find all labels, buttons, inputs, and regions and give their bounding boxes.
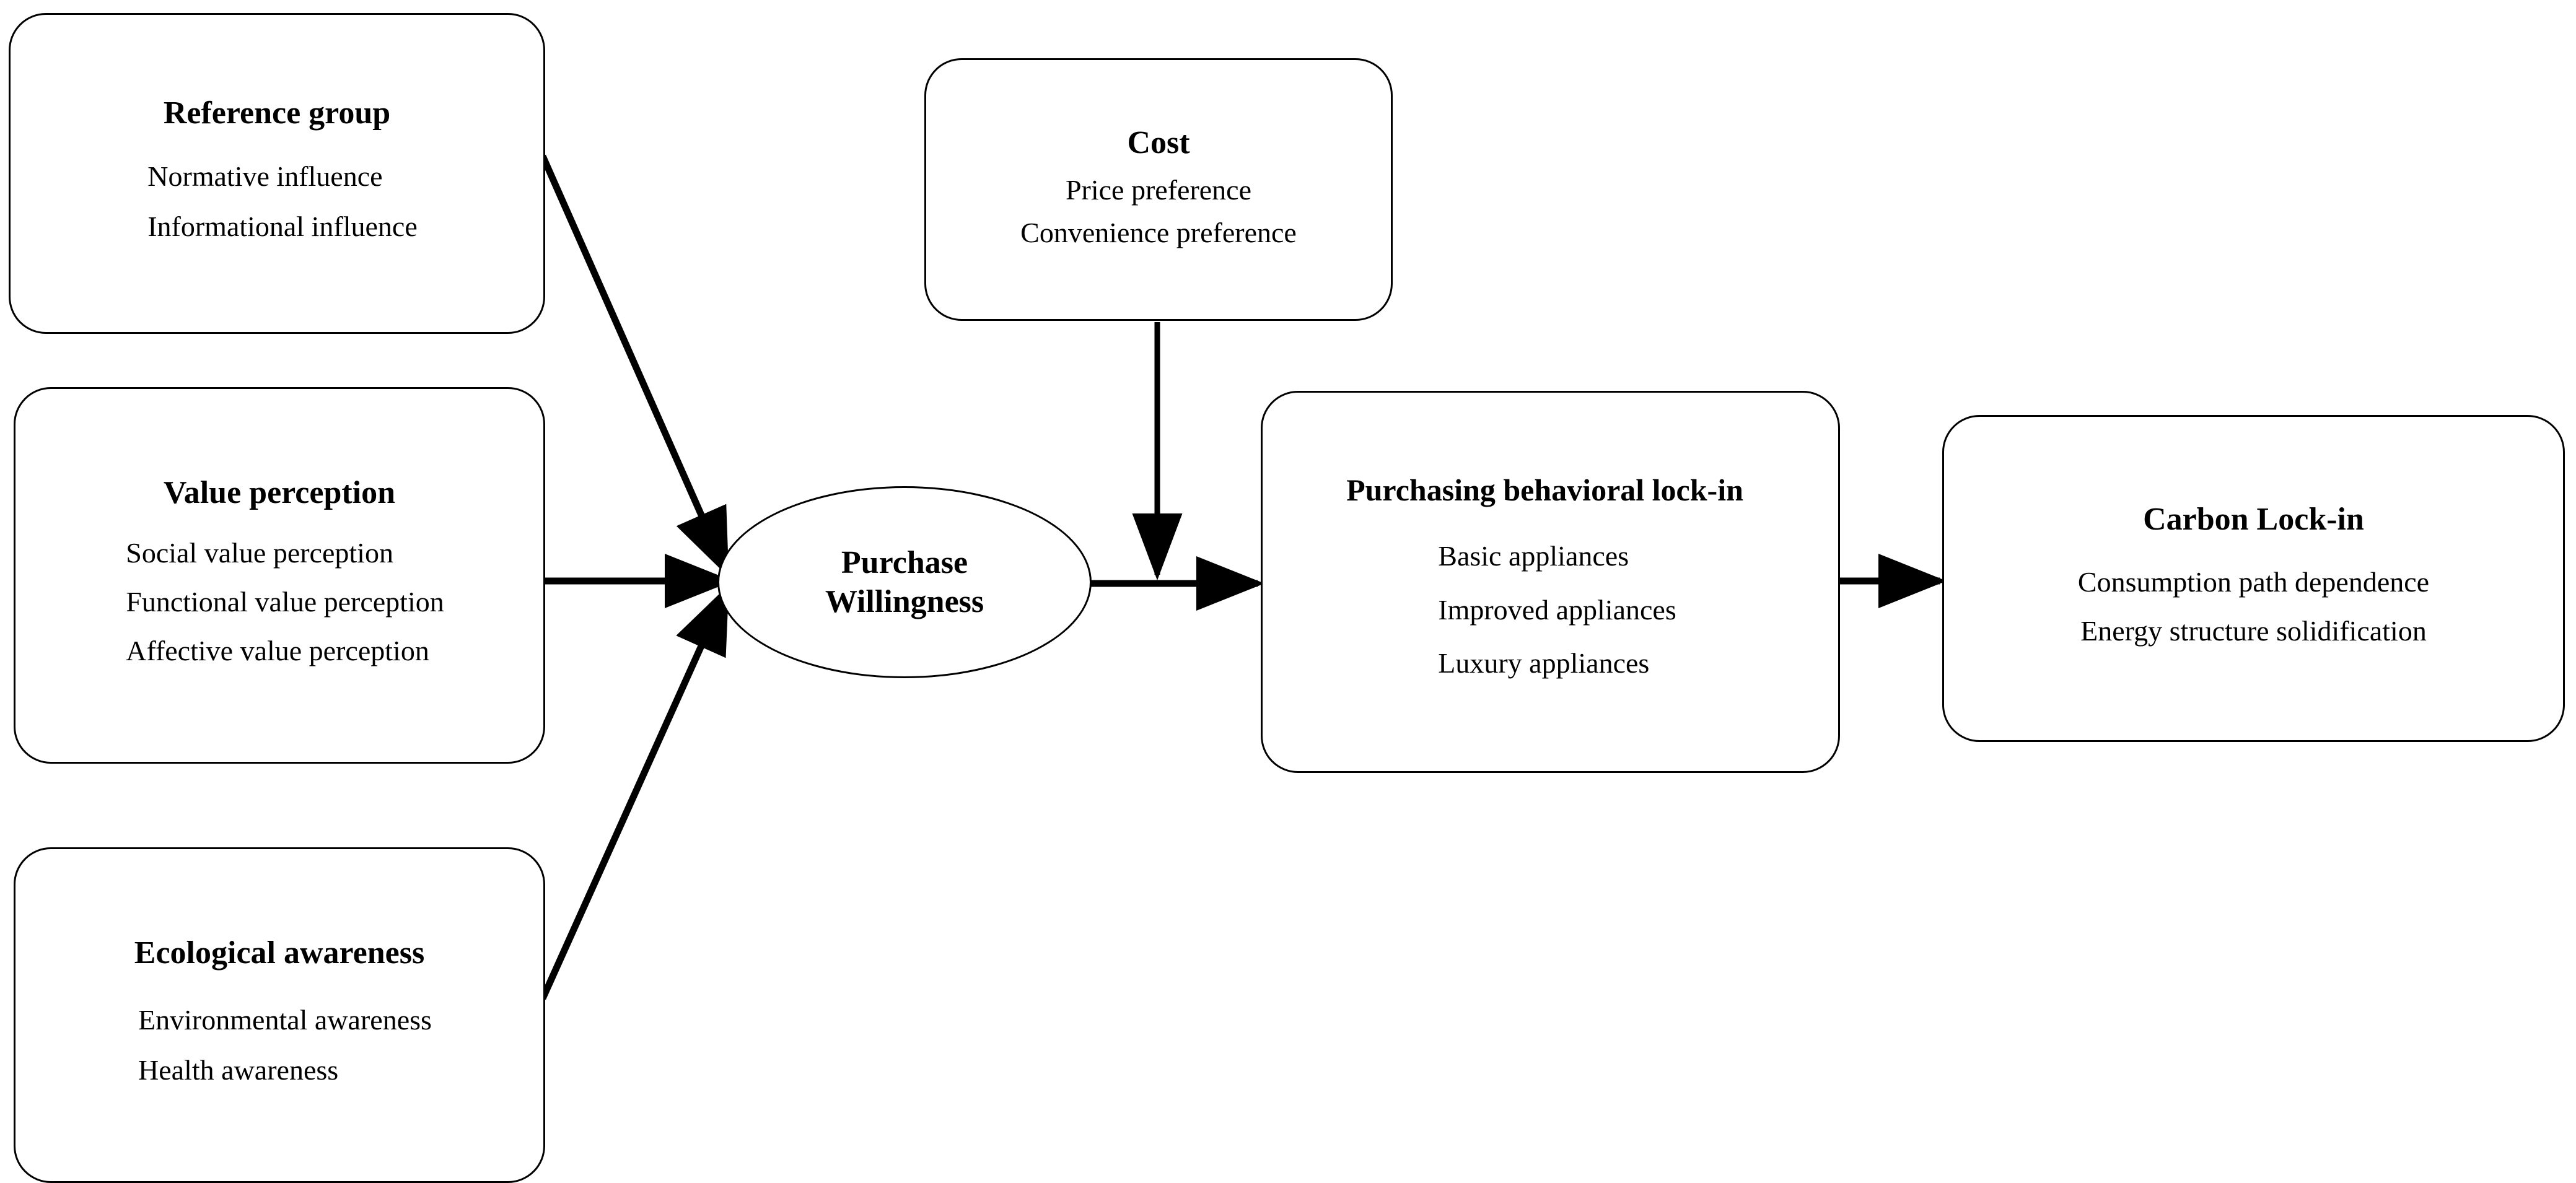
node-cost-title: Cost [1127, 124, 1190, 160]
node-carbon-lock-in[interactable]: Carbon Lock-in Consumption path dependen… [1942, 415, 2565, 742]
node-item: Consumption path dependence [2077, 565, 2430, 598]
node-item: Social value perception [126, 537, 393, 569]
node-item: Affective value perception [126, 635, 429, 667]
node-ecological-awareness[interactable]: Ecological awareness Environmental aware… [14, 847, 545, 1183]
node-item: Informational influence [147, 210, 418, 242]
node-cost-items: Price preference Convenience preference [1020, 169, 1297, 255]
node-ecological-awareness-items: Environmental awareness Health awareness [138, 995, 432, 1096]
node-item: Functional value perception [126, 586, 444, 618]
node-purchase-willingness-title-line-1: Purchase [841, 544, 968, 580]
node-carbon-lock-in-title: Carbon Lock-in [2143, 501, 2364, 537]
node-reference-group-title: Reference group [163, 95, 391, 131]
node-item: Price preference [1065, 173, 1252, 206]
node-carbon-lock-in-items: Consumption path dependence Energy struc… [2078, 558, 2429, 656]
node-item: Basic appliances [1438, 539, 1629, 572]
node-item: Environmental awareness [138, 1003, 432, 1036]
node-purchasing-lock-in-items: Basic appliances Improved appliances Lux… [1438, 530, 1676, 691]
node-reference-group[interactable]: Reference group Normative influence Info… [9, 13, 545, 334]
node-reference-group-items: Normative influence Informational influe… [147, 152, 418, 252]
node-cost[interactable]: Cost Price preference Convenience prefer… [924, 58, 1393, 321]
node-purchase-willingness-title-line-2: Willingness [825, 584, 984, 619]
node-purchasing-lock-in-title: Purchasing behavioral lock-in [1346, 472, 1743, 507]
node-purchase-willingness[interactable]: Purchase Willingness [717, 486, 1092, 678]
node-item: Energy structure solidification [2080, 614, 2427, 647]
node-item: Health awareness [138, 1054, 339, 1086]
node-item: Normative influence [147, 160, 383, 192]
node-value-perception-items: Social value perception Functional value… [126, 529, 444, 676]
node-item: Improved appliances [1438, 593, 1676, 626]
node-item: Luxury appliances [1438, 647, 1650, 679]
node-item: Convenience preference [1020, 216, 1297, 248]
edge-reference-group-to-purchase-willingness [539, 154, 730, 578]
node-value-perception[interactable]: Value perception Social value perception… [14, 387, 545, 764]
edge-ecological-awareness-to-purchase-willingness [539, 584, 730, 1000]
node-purchasing-lock-in[interactable]: Purchasing behavioral lock-in Basic appl… [1261, 391, 1840, 773]
node-value-perception-title: Value perception [163, 475, 396, 511]
node-ecological-awareness-title: Ecological awareness [134, 935, 425, 971]
